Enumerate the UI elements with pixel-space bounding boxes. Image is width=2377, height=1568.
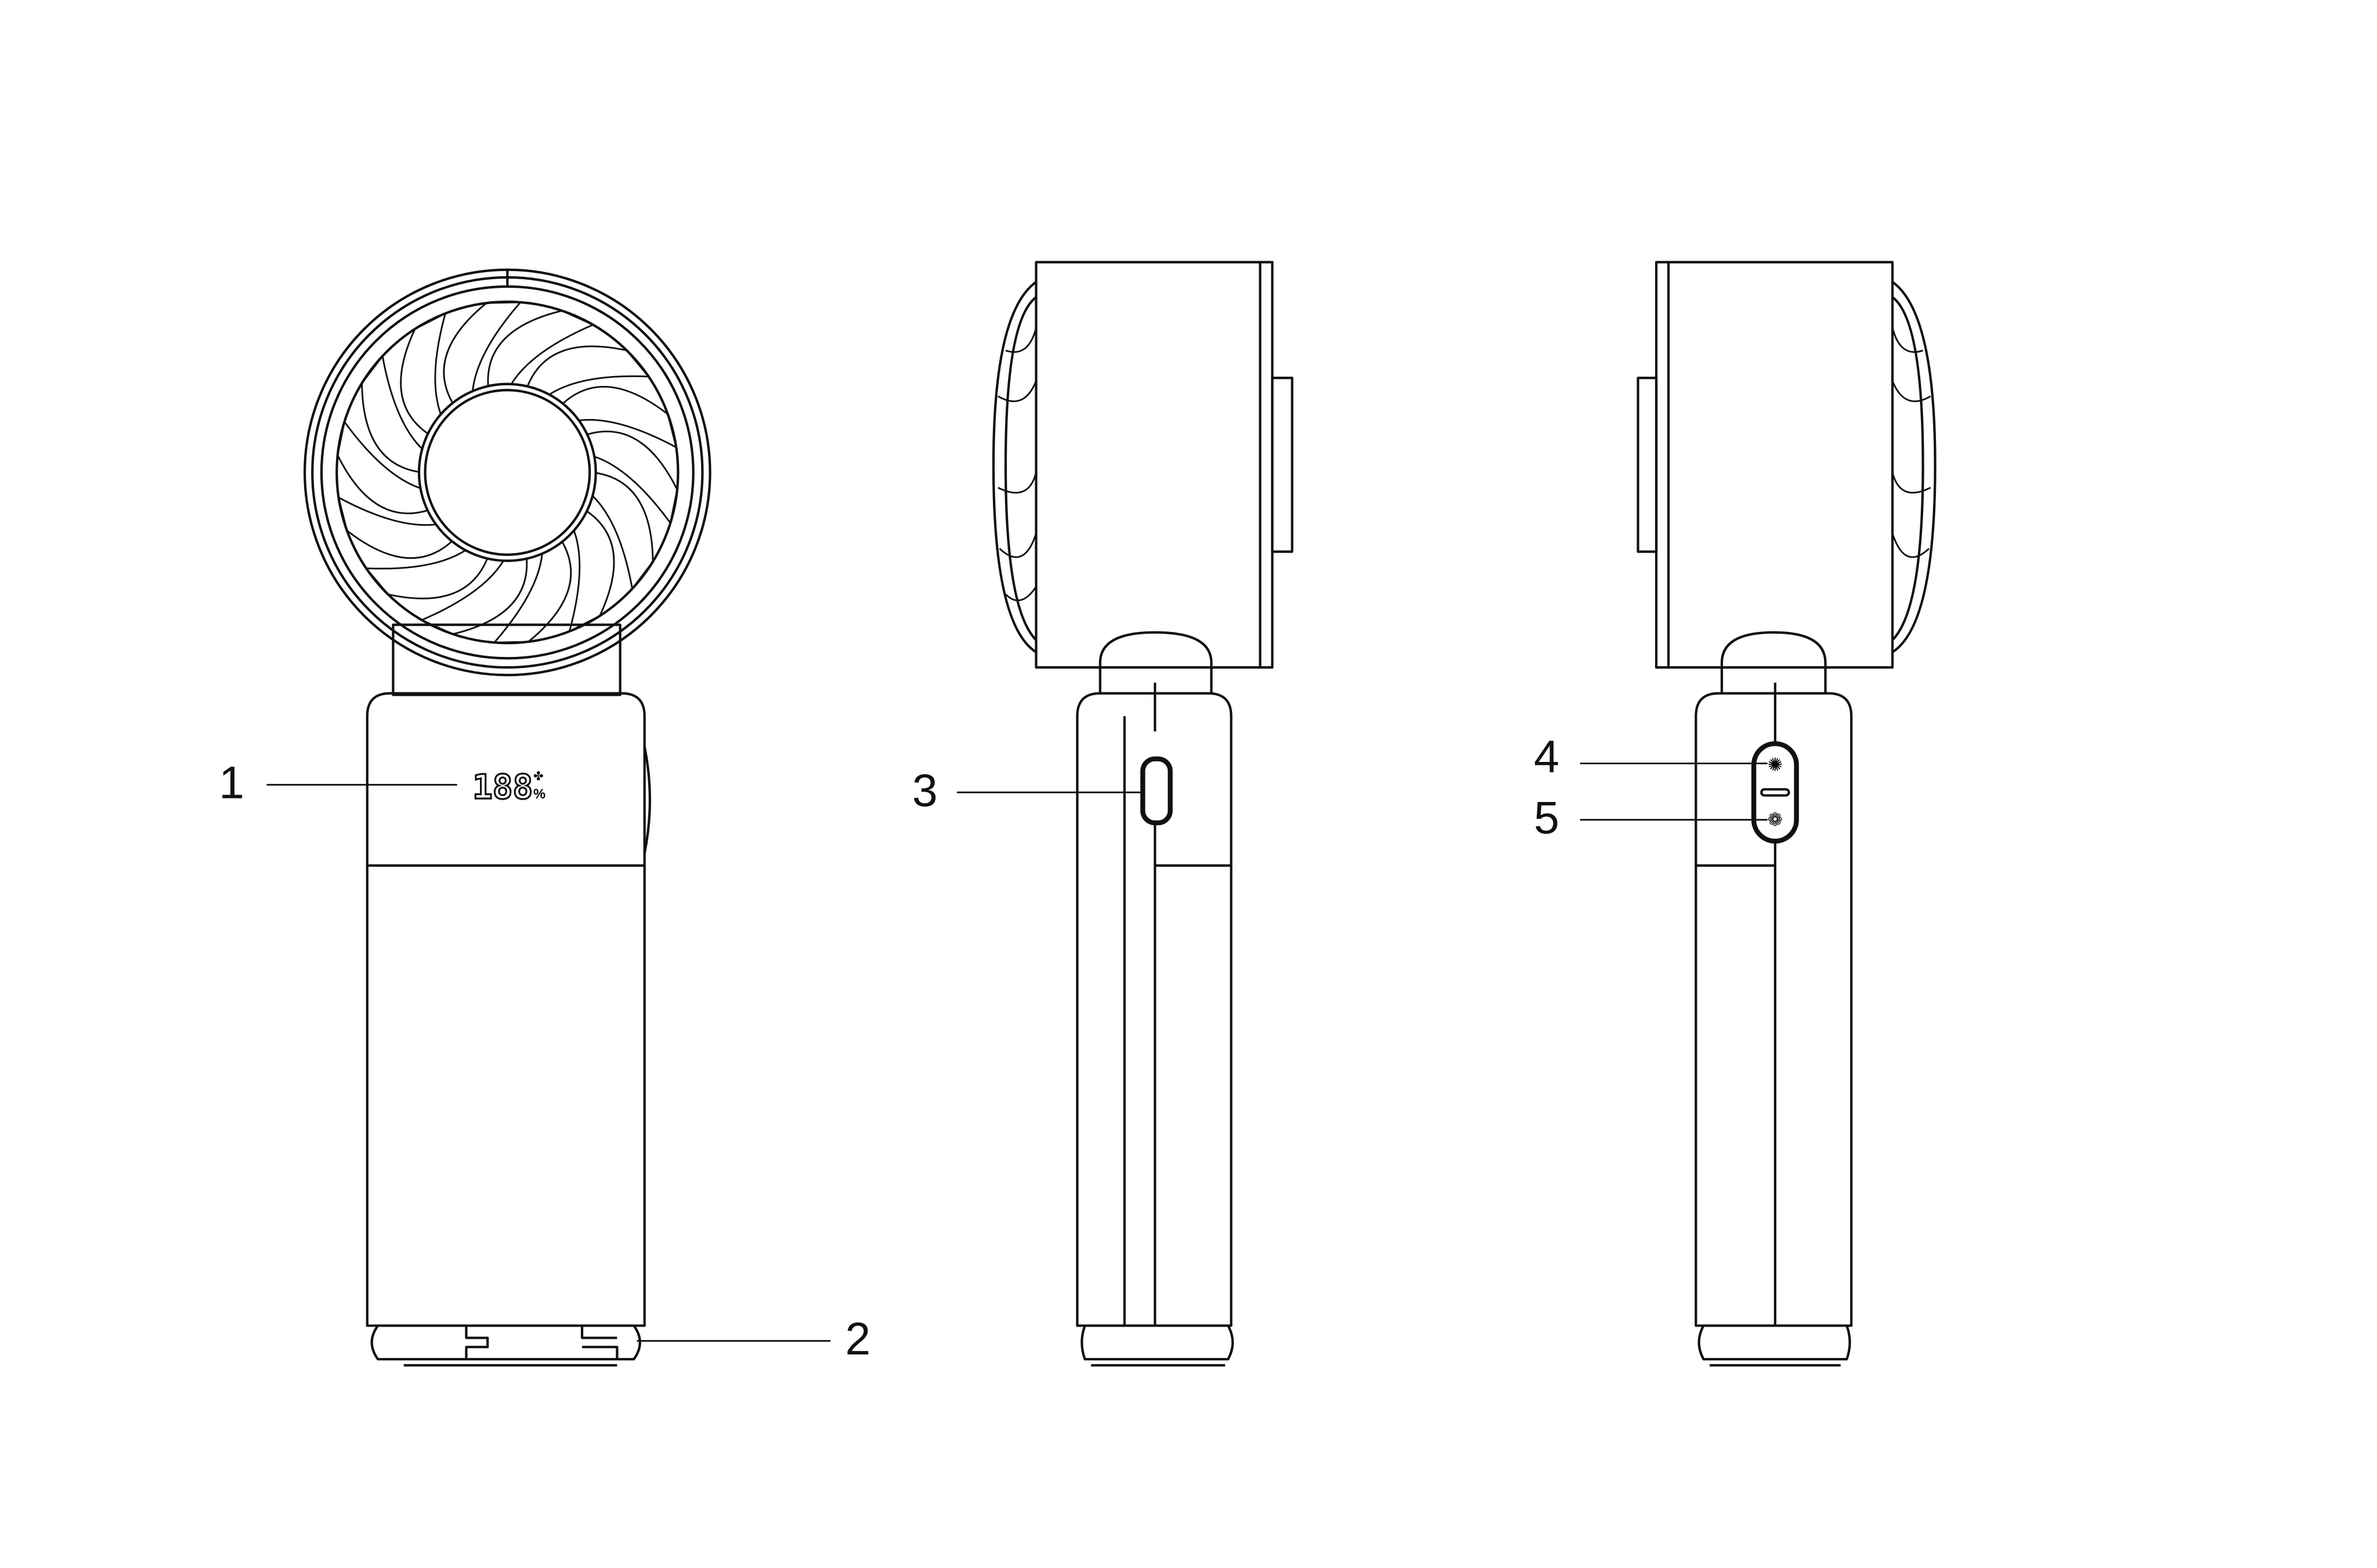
usb-c-port [1140,756,1173,826]
fan-blades [337,301,678,644]
fan-blade [487,309,595,389]
fan-blade [568,508,615,633]
display-unit: % [533,787,546,802]
fan-blade [400,312,447,436]
callout-2: 2 [845,1313,870,1364]
control-buttons[interactable]: ✺ ❁ [1751,741,1799,844]
front-view: 188 % ✤ [304,268,711,1367]
side-view-right: ✺ ❁ [1637,261,1937,1367]
cooling-icon[interactable]: ❁ [1768,810,1783,830]
lcd-display: 188 % ✤ [471,766,546,807]
fan-blade [584,430,678,525]
fan-blade [364,547,489,599]
fan-blade [589,471,654,591]
fan-blade [492,539,572,644]
callout-3: 3 [912,765,938,816]
fan-blade [525,345,651,398]
fan-blade [337,420,431,515]
fan-blade [337,496,455,559]
callout-1: 1 [219,757,244,808]
fan-blade [443,301,523,406]
side-view-left [992,261,1294,1367]
fan-mode-icon: ✤ [533,769,544,783]
display-readout: 188 [472,767,533,807]
callout-4: 4 [1534,731,1559,782]
fan-blade [560,386,678,449]
fan-blade [361,354,425,474]
fan-speed-icon[interactable]: ✺ [1768,755,1783,775]
fan-blade [420,555,528,635]
callout-5: 5 [1534,792,1559,843]
callouts: 1 2 3 4 5 [219,731,1768,1364]
